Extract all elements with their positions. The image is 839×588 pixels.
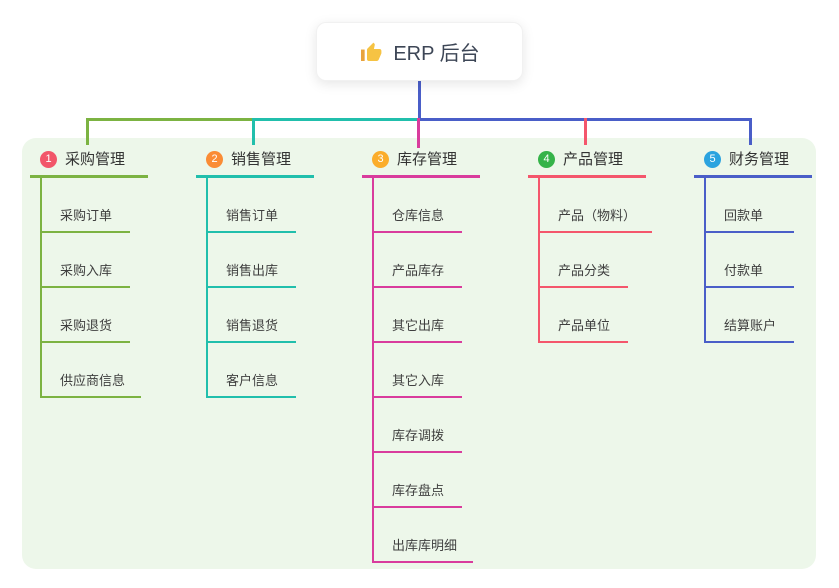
branches-panel <box>22 138 816 569</box>
connector-drop-sales <box>252 118 255 145</box>
branch-children: 销售订单 销售出库 销售退货 客户信息 <box>206 178 296 398</box>
child-node[interactable]: 销售订单 <box>208 178 296 233</box>
branch-header-sales[interactable]: 2 销售管理 <box>196 146 314 178</box>
connector-drop-finance <box>749 118 752 145</box>
connector-bus-teal <box>252 118 419 121</box>
branch-label: 库存管理 <box>397 151 458 168</box>
connector-bus-green <box>86 118 254 121</box>
child-node[interactable]: 产品分类 <box>540 233 628 288</box>
child-node[interactable]: 产品单位 <box>540 288 628 343</box>
branch-children: 回款单 付款单 结算账户 <box>704 178 794 343</box>
branch-header-purchase[interactable]: 1 采购管理 <box>30 146 148 178</box>
branch-label: 采购管理 <box>65 151 126 168</box>
connector-drop-product <box>584 118 587 145</box>
branch-number-badge: 3 <box>372 151 389 168</box>
child-node[interactable]: 产品库存 <box>374 233 462 288</box>
thumbs-up-icon <box>359 40 383 64</box>
branch-number-badge: 4 <box>538 151 555 168</box>
branch-label: 财务管理 <box>729 151 790 168</box>
branch-finance: 5 财务管理 回款单 付款单 结算账户 <box>694 146 812 343</box>
branch-children: 仓库信息 产品库存 其它出库 其它入库 库存调拨 库存盘点 出库库明细 <box>372 178 474 563</box>
child-node[interactable]: 供应商信息 <box>42 343 142 398</box>
branch-label: 产品管理 <box>563 151 624 168</box>
root-title: ERP 后台 <box>393 43 480 65</box>
child-node[interactable]: 销售退货 <box>208 288 296 343</box>
branch-label: 销售管理 <box>231 151 292 168</box>
connector-drop-purchase <box>86 118 89 145</box>
child-node[interactable]: 结算账户 <box>706 288 794 343</box>
branch-number-badge: 1 <box>40 151 57 168</box>
branch-inventory: 3 库存管理 仓库信息 产品库存 其它出库 其它入库 库存调拨 库存盘点 出库库… <box>362 146 480 563</box>
child-node[interactable]: 销售出库 <box>208 233 296 288</box>
child-node[interactable]: 付款单 <box>706 233 794 288</box>
child-node[interactable]: 库存调拨 <box>374 398 462 453</box>
child-node[interactable]: 采购订单 <box>42 178 130 233</box>
connector-drop-inventory <box>417 118 420 148</box>
child-node[interactable]: 仓库信息 <box>374 178 462 233</box>
branch-sales: 2 销售管理 销售订单 销售出库 销售退货 客户信息 <box>196 146 314 398</box>
child-node[interactable]: 其它出库 <box>374 288 462 343</box>
connector-root-stem <box>418 81 421 119</box>
child-node[interactable]: 其它入库 <box>374 343 462 398</box>
branch-children: 采购订单 采购入库 采购退货 供应商信息 <box>40 178 142 398</box>
child-node[interactable]: 出库库明细 <box>374 508 474 563</box>
child-node[interactable]: 客户信息 <box>208 343 296 398</box>
child-node[interactable]: 采购退货 <box>42 288 130 343</box>
branch-header-inventory[interactable]: 3 库存管理 <box>362 146 480 178</box>
child-node[interactable]: 采购入库 <box>42 233 130 288</box>
branch-children: 产品（物料） 产品分类 产品单位 <box>538 178 653 343</box>
branch-number-badge: 2 <box>206 151 223 168</box>
branch-purchase: 1 采购管理 采购订单 采购入库 采购退货 供应商信息 <box>30 146 148 398</box>
child-node[interactable]: 库存盘点 <box>374 453 462 508</box>
branch-number-badge: 5 <box>704 151 721 168</box>
branch-header-finance[interactable]: 5 财务管理 <box>694 146 812 178</box>
child-node[interactable]: 产品（物料） <box>540 178 653 233</box>
root-node[interactable]: ERP 后台 <box>316 22 523 81</box>
child-node[interactable]: 回款单 <box>706 178 794 233</box>
branch-header-product[interactable]: 4 产品管理 <box>528 146 646 178</box>
branch-product: 4 产品管理 产品（物料） 产品分类 产品单位 <box>528 146 653 343</box>
